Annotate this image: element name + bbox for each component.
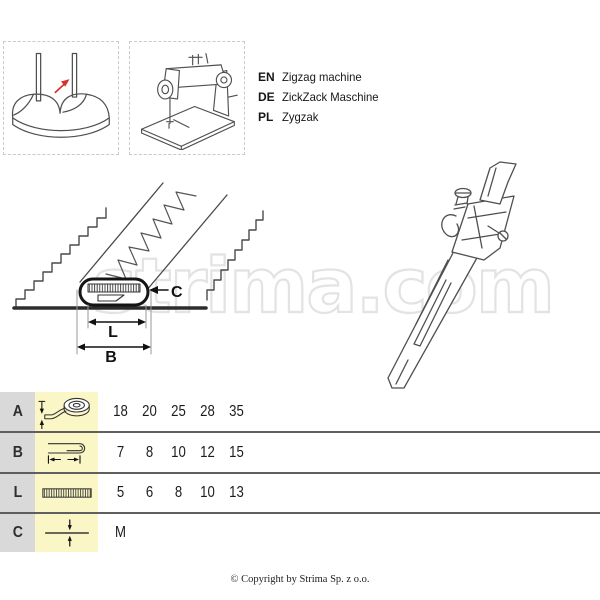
bra-seam-right (62, 93, 88, 113)
binder-attachment-drawing (387, 161, 517, 389)
row-label: B (12, 443, 23, 461)
adjustment-screw-top (453, 187, 472, 210)
zigzag-stitches (105, 191, 197, 280)
needle-bar (166, 98, 174, 129)
value-cell: 20 (142, 402, 157, 420)
table-row: L 5 6 8 10 13 (0, 474, 600, 514)
tape-fold (97, 294, 125, 302)
value-cell: 7 (116, 443, 125, 461)
binder-bracket (451, 195, 515, 261)
product-image-box-garment (3, 41, 119, 155)
stitched-band-icon (41, 488, 92, 498)
row-label: C (12, 524, 23, 541)
fabric-edge-right (206, 210, 264, 301)
pointer-arrow-c (149, 286, 169, 294)
row-icon-cell (35, 514, 98, 552)
material-thickness-icon (44, 519, 89, 547)
stitch-schematic: L B C (12, 182, 264, 366)
row-label-cell: A (0, 392, 35, 431)
value-cell: 15 (229, 443, 244, 461)
binder-clamp-loop (441, 214, 460, 238)
row-label-cell: C (0, 514, 35, 552)
dimension-table: A 18 20 25 28 (0, 392, 600, 552)
product-image-box-machine (129, 41, 245, 155)
dimension-arrow-l (88, 318, 146, 326)
lang-code: EN (258, 70, 275, 84)
lang-code: DE (258, 90, 275, 104)
value-cell: 8 (145, 443, 154, 461)
row-values: 5 6 8 10 13 (106, 474, 251, 512)
row-label: L (13, 484, 22, 501)
bra-strap-right (71, 52, 78, 98)
value-cell: M (115, 524, 126, 541)
tape-in-guide (87, 283, 141, 293)
bra-strap-left (35, 52, 42, 102)
value-cell: 18 (113, 402, 128, 420)
bra-cup-right (59, 93, 110, 119)
lang-label: Zygzak (282, 110, 319, 124)
dimension-label-l: L (108, 324, 118, 341)
handwheel (215, 71, 233, 89)
binder-top-plate-line (487, 167, 497, 197)
row-values: M (106, 514, 251, 552)
machine-details (173, 94, 238, 128)
tape-roll-icon (37, 397, 90, 429)
bra-illustration (11, 52, 110, 138)
lang-row-en: EN Zigzag machine (258, 67, 385, 87)
value-cell: 10 (171, 443, 186, 461)
bra-band (12, 117, 110, 138)
value-cell: 35 (229, 402, 244, 420)
sewing-machine-illustration (141, 52, 238, 151)
red-arrow (54, 79, 70, 94)
binder-blade-slit (395, 259, 452, 385)
value-cell: 6 (145, 484, 154, 501)
table-row: A 18 20 25 28 (0, 392, 600, 433)
tension-dial (157, 79, 174, 100)
fabric-edge-left (15, 207, 107, 309)
lang-row-pl: PL Zygzak (258, 107, 385, 127)
row-icon-cell (35, 392, 98, 431)
dimension-label-c: C (171, 284, 183, 301)
dimension-label-b: B (105, 349, 117, 366)
machine-base-edge (141, 121, 235, 151)
row-label-cell: L (0, 474, 35, 512)
value-cell: 8 (174, 484, 183, 501)
adjustment-screw-side (487, 225, 509, 242)
handwheel-hub (220, 76, 228, 84)
language-list: EN Zigzag machine DE ZickZack Maschine P… (258, 67, 385, 127)
value-cell: 5 (116, 484, 125, 501)
binder-bracket-lines (461, 205, 507, 249)
lang-label: Zigzag machine (282, 70, 362, 84)
value-cell: 28 (200, 402, 215, 420)
row-label: A (12, 402, 23, 420)
table-row: C M (0, 514, 600, 552)
spool-pins (188, 52, 209, 66)
tape-band-edges (79, 182, 228, 292)
tension-dial-inner (161, 84, 170, 95)
row-values: 18 20 25 28 35 (106, 392, 251, 431)
value-cell: 25 (171, 402, 186, 420)
value-cell: 13 (229, 484, 244, 501)
value-cell: 10 (200, 484, 215, 501)
folded-tape-width-icon (47, 442, 85, 464)
extension-lines (76, 289, 152, 355)
lang-label: ZickZack Maschine (282, 90, 379, 104)
value-cell: 12 (200, 443, 215, 461)
copyright-notice: © Copyright by Strima Sp. z o.o. (230, 574, 370, 585)
bra-seam-left (13, 93, 35, 116)
table-row: B 7 8 10 12 15 (0, 433, 600, 474)
row-label-cell: B (0, 433, 35, 472)
row-values: 7 8 10 12 15 (106, 433, 251, 472)
lang-code: PL (258, 110, 274, 124)
dimension-arrow-b (77, 343, 151, 351)
row-icon-cell (35, 474, 98, 512)
lang-row-de: DE ZickZack Maschine (258, 87, 385, 107)
row-icon-cell (35, 433, 98, 472)
